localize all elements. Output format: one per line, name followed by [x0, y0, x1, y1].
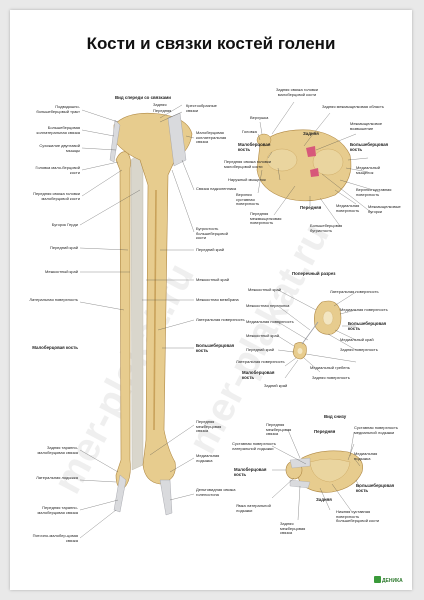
- label: Задняя таранно-малоберцовая связка: [37, 445, 78, 455]
- label: Передняя связка головки малоберцовой кос…: [33, 191, 80, 201]
- label: Латеральная поверхность: [330, 289, 379, 294]
- label: Передняя: [153, 108, 172, 113]
- label: Ямка латеральной лодыжки: [236, 503, 271, 513]
- label: Связка надколенника: [196, 186, 237, 191]
- label: Межкостный край: [248, 287, 281, 292]
- label: Задняя: [153, 102, 167, 107]
- label: Задняя поверхность: [340, 347, 378, 352]
- label: Передняя межберцовая связка: [196, 419, 222, 434]
- fibula-head-top: [256, 133, 272, 147]
- label: Межмыщелковое возвышение: [350, 121, 383, 131]
- label: Латеральная лодыжка: [36, 475, 78, 480]
- label: Верхняя суставная поверхность: [236, 192, 260, 207]
- cross-section: [277, 289, 357, 379]
- label: Наружный мыщелок: [228, 177, 266, 182]
- anterior-heading: Вид спереди со связками: [115, 95, 171, 100]
- label: Медиальная поверхность: [246, 319, 294, 324]
- bottom-view-heading: Вид снизу: [324, 414, 347, 419]
- label: Пяточно-малобер-цовая связка: [32, 533, 78, 543]
- label: Задняя межберцовая связка: [280, 521, 306, 536]
- label: Нижняя суставная поверхность большеберцо…: [336, 509, 380, 524]
- label: Бугорок Герди: [51, 222, 78, 227]
- label: Сухожилие двуглавой мышцы: [39, 143, 80, 153]
- top-view: [256, 101, 381, 227]
- label: Подвздошно-большеберцовый тракт: [36, 104, 80, 114]
- tibia-shape: [113, 112, 193, 485]
- label: Межкостная мембрана: [196, 297, 239, 302]
- label: Задняя: [303, 131, 319, 136]
- label: Задняя связка головки малоберцовой кости: [275, 87, 319, 97]
- poster-title: Кости и связки костей голени: [86, 34, 336, 53]
- label: Малоберцовая коллатеральная связка: [196, 130, 227, 145]
- cruciate-attachment: [306, 146, 316, 157]
- label: Головка: [242, 129, 257, 134]
- label: Передняя связка головки малоберцовой кос…: [224, 159, 271, 169]
- label: Малоберцовая кость: [242, 370, 275, 380]
- label: Головка мало-берцовой кости: [35, 165, 80, 175]
- label: Медиальная лодыжка: [354, 451, 378, 461]
- label: Межкостный край: [196, 277, 229, 282]
- label: Большеберцовая коллатеральная связка: [36, 125, 80, 135]
- label: Медиальный край: [340, 337, 374, 342]
- label: Большеберцовая кость: [348, 321, 387, 331]
- label: Бугристость большеберцовой кости: [196, 226, 228, 241]
- label: Верхняя суставная поверхность: [356, 187, 392, 197]
- label: Передняя межберцовая связка: [266, 422, 292, 437]
- interosseous-membrane: [130, 149, 144, 471]
- label: Медиальная поверхность: [340, 307, 388, 312]
- label: Передняя таранно-малоберцовая связка: [37, 505, 78, 515]
- label: Большеберцовая кость: [356, 483, 395, 493]
- cruciate-attachment: [310, 168, 319, 177]
- poster: mer-plakat.ru mer-plakat.ru Кости и связ…: [10, 10, 412, 590]
- fibula-shape: [115, 151, 131, 489]
- label: Передняя: [314, 429, 336, 434]
- label: Дельтовидная связка голеностопа: [196, 487, 236, 497]
- anterior-view: [79, 104, 195, 539]
- label: Задняя межмыщелковая область: [322, 104, 384, 109]
- label: Латеральная поверхность: [29, 297, 78, 302]
- label: Передняя межмыщелковая поверхность: [250, 211, 282, 226]
- label: Суставная поверхность медиальной лодыжки: [354, 425, 398, 435]
- label: Задняя: [316, 497, 332, 502]
- bottom-view: [271, 429, 363, 521]
- label: Передний край: [49, 245, 78, 250]
- label: Межмыщелковые бугорки: [368, 204, 401, 214]
- label: Латеральная поверхность: [196, 317, 245, 322]
- ankle-ligament: [113, 474, 127, 513]
- cross-section-heading: Поперечный разрез: [292, 271, 336, 276]
- label: Межкостная перепонка: [246, 303, 290, 308]
- label: Латеральная поверхность: [236, 359, 285, 364]
- label: Большеберцовая кость: [350, 142, 389, 152]
- publisher-logo: ДЕНИКА: [382, 578, 403, 584]
- collateral-ligament: [109, 119, 121, 163]
- label: Медиальный гребень: [310, 365, 350, 370]
- label: Задняя поверхность: [312, 375, 350, 380]
- label: Медиальная лодыжка: [196, 453, 220, 463]
- tibia-label: Большеберцовая кость: [196, 343, 235, 353]
- label: Медиальная поверхность: [336, 203, 360, 213]
- label: Передняя: [300, 205, 322, 210]
- logo-icon: [374, 576, 381, 583]
- label: Задний край: [264, 383, 288, 388]
- fibula-label: Малоберцовая кость: [32, 345, 78, 350]
- label: Малоберцовая кость: [234, 467, 267, 477]
- deltoid-ligament: [159, 479, 173, 516]
- label: Передний край: [246, 347, 275, 352]
- illustration: [79, 101, 381, 539]
- label: Большеберцовая бугристость: [310, 223, 343, 233]
- label: Верхушка: [250, 115, 269, 120]
- label: Суставная поверхность латеральной лодыжк…: [232, 441, 276, 451]
- tibial-plateau: [256, 129, 352, 202]
- label: Передний край: [196, 247, 225, 252]
- label: Межкостный край: [246, 333, 279, 338]
- label: Крестообразные связки: [186, 103, 217, 113]
- label: Межкостный край: [45, 269, 78, 274]
- label: Медиальный мыщелок: [356, 165, 381, 175]
- label: Малоберцовая кость: [238, 142, 271, 152]
